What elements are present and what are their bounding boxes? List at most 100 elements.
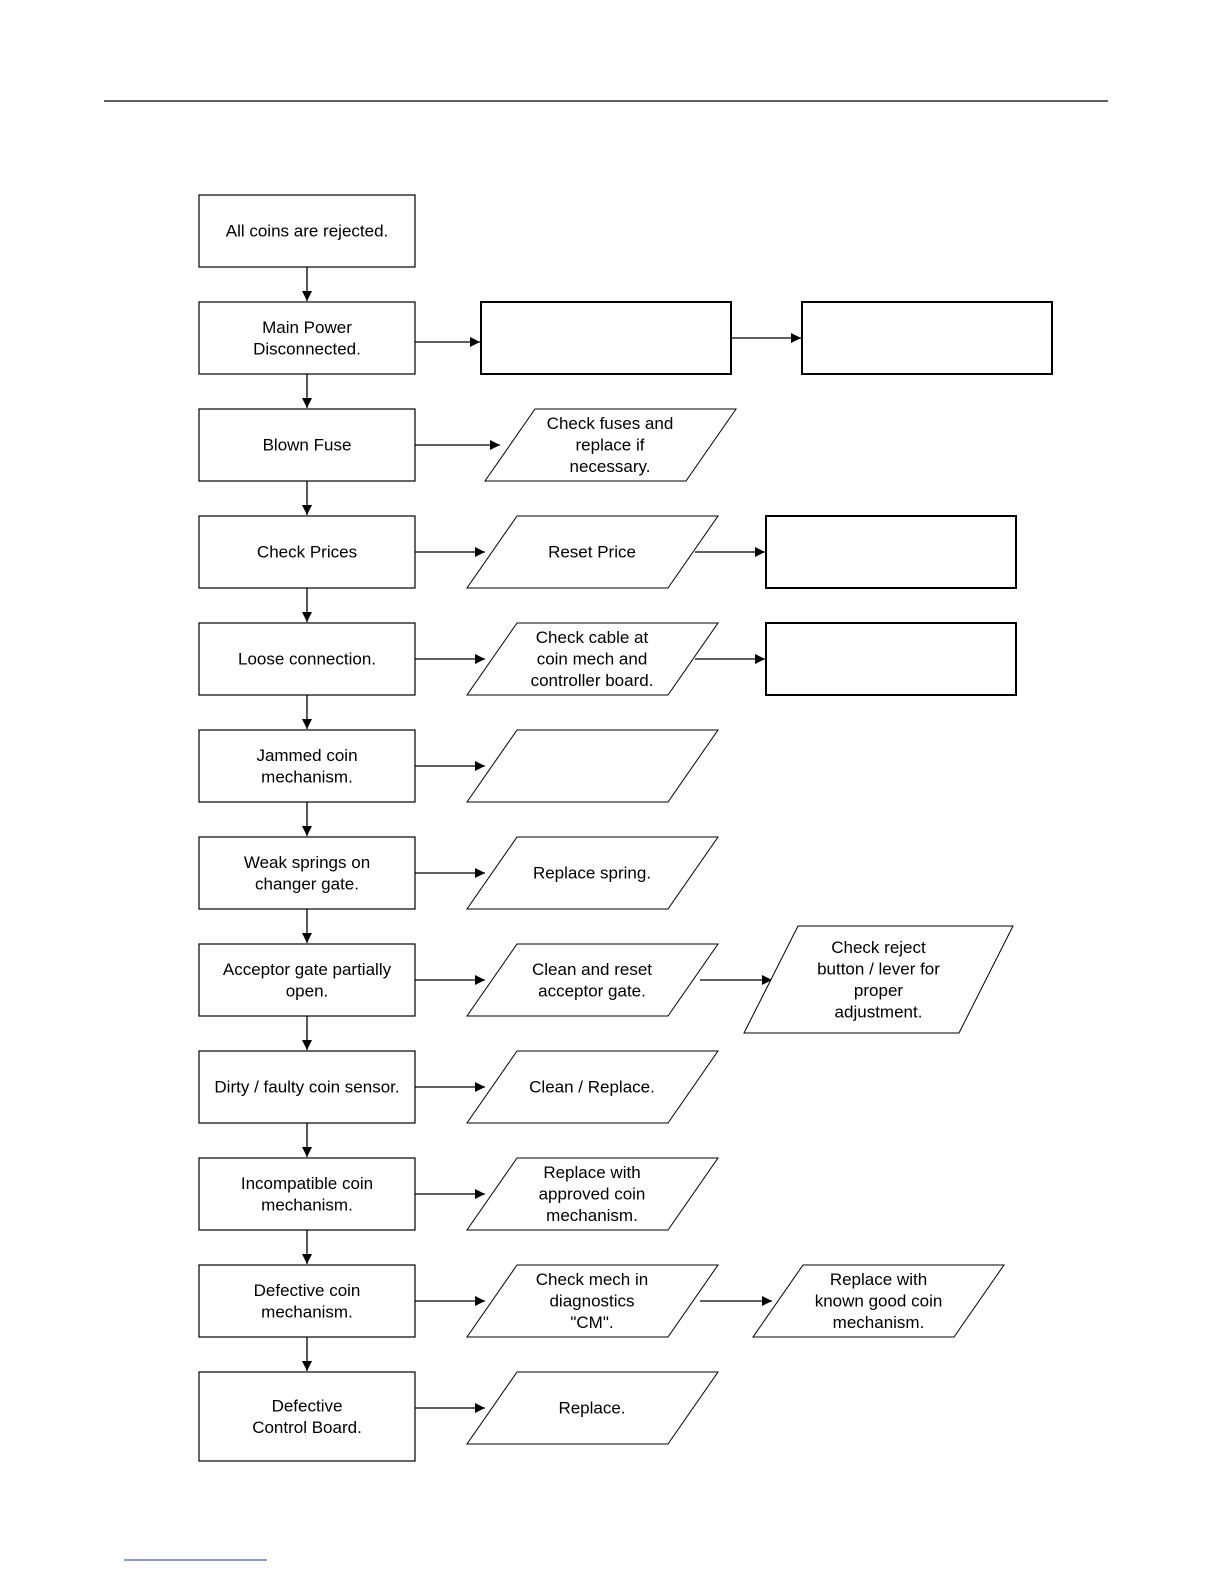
action-replace-approved-line-3: mechanism. (546, 1206, 638, 1225)
parallelogram-shape (466, 1157, 719, 1231)
followup-replace-known-good-line-2: known good coin (815, 1292, 943, 1311)
parallelogram-shape (466, 515, 719, 589)
cause-weak-springs-line-1: Weak springs on (244, 853, 370, 872)
action-node-replace-spring: Replace spring. (466, 836, 719, 910)
cause-defective-mechanism-line-2: mechanism. (261, 1302, 353, 1321)
action-check-fuses-line-1: Check fuses and (547, 414, 674, 433)
parallelogram-shape (466, 729, 719, 803)
cause-weak-springs-line-2: changer gate. (255, 874, 359, 893)
cause-loose-connection-line-1: Loose connection. (238, 650, 376, 669)
cause-jammed-coin-mechanism-line-1: Jammed coin (256, 746, 357, 765)
parallelogram-shape (466, 622, 719, 696)
parallelogram-shape (743, 925, 1014, 1034)
action-replace-spring-line-1: Replace spring. (533, 864, 651, 883)
cause-blown-fuse-line-1: Blown Fuse (263, 436, 352, 455)
action-node-replace-board: Replace. (466, 1371, 719, 1445)
cause-coin-sensor-line-1: Dirty / faulty coin sensor. (214, 1078, 399, 1097)
action-check-diagnostics-line-3: "CM". (570, 1313, 613, 1332)
cause-incompatible-mechanism-line-1: Incompatible coin (241, 1174, 373, 1193)
followup-check-reject-button-line-2: button / lever for (817, 959, 940, 978)
action-clean-replace-line-1: Clean / Replace. (529, 1078, 655, 1097)
action-replace-board-line-1: Replace. (558, 1399, 625, 1418)
action-check-fuses-line-3: necessary. (570, 457, 651, 476)
followup-check-reject-button-line-4: adjustment. (835, 1002, 923, 1021)
action-clean-reset-gate-line-2: acceptor gate. (538, 981, 646, 1000)
followup-replace-known-good-line-1: Replace with (830, 1270, 927, 1289)
parallelogram-shape (484, 408, 737, 482)
cause-node-defective-mechanism: Defective coin mechanism. (198, 1264, 416, 1338)
cause-defective-board-line-2: Control Board. (252, 1418, 362, 1437)
box-shape (765, 515, 1017, 589)
box-shape (765, 622, 1017, 696)
action-reset-price-line-1: Reset Price (548, 543, 636, 562)
action-node-jammed-action (466, 729, 719, 803)
action-check-diagnostics-line-1: Check mech in (536, 1270, 648, 1289)
action-check-cable-line-3: controller board. (531, 671, 654, 690)
cause-node-loose-connection: Loose connection. (198, 622, 416, 696)
action-clean-reset-gate-line-1: Clean and reset (532, 960, 652, 979)
action-check-cable-line-1: Check cable at (536, 628, 649, 647)
action-node-main-power-action (480, 301, 732, 375)
box-shape (198, 515, 416, 589)
box-shape (198, 1050, 416, 1124)
action-node-reset-price: Reset Price (466, 515, 719, 589)
followup-node-replace-known-good: Replace with known good coin mechanism. (752, 1264, 1005, 1338)
action-replace-approved-line-2: approved coin (539, 1185, 646, 1204)
action-node-check-cable: Check cable at coin mech and controller bo… (466, 622, 719, 696)
cause-node-incompatible-mechanism: Incompatible coin mechanism. (198, 1157, 416, 1231)
cause-defective-board-line-1: Defective (272, 1396, 343, 1415)
cause-incompatible-mechanism-line-2: mechanism. (261, 1195, 353, 1214)
action-check-cable-line-2: coin mech and (537, 650, 648, 669)
cause-node-acceptor-gate: Acceptor gate partially open. (198, 943, 416, 1017)
box-shape (198, 1157, 416, 1231)
cause-acceptor-gate-line-1: Acceptor gate partially (223, 960, 392, 979)
box-shape (198, 301, 416, 375)
followup-replace-known-good-line-3: mechanism. (833, 1313, 925, 1332)
parallelogram-shape (466, 836, 719, 910)
cause-node-coin-sensor: Dirty / faulty coin sensor. (198, 1050, 416, 1124)
action-replace-approved-line-1: Replace with (543, 1163, 640, 1182)
box-shape (480, 301, 732, 375)
parallelogram-shape (466, 1371, 719, 1445)
start-node: All coins are rejected. (198, 194, 416, 268)
followup-node-check-reject-button: Check reject button / lever for proper adju… (743, 925, 1014, 1034)
box-shape (198, 194, 416, 268)
action-node-replace-approved: Replace with approved coin mechanism. (466, 1157, 719, 1231)
cause-main-power-line-1: Main Power (262, 318, 352, 337)
action-node-clean-replace: Clean / Replace. (466, 1050, 719, 1124)
cause-node-check-prices: Check Prices (198, 515, 416, 589)
followup-node-main-power-followup (801, 301, 1053, 375)
cause-defective-mechanism-line-1: Defective coin (254, 1281, 361, 1300)
action-check-fuses-line-2: replace if (576, 436, 645, 455)
box-shape (198, 729, 416, 803)
node-layer: All coins are rejected. Main PowerDisconn… (198, 194, 1053, 1462)
connector-layer (302, 267, 801, 1413)
box-shape (198, 836, 416, 910)
box-shape (198, 1264, 416, 1338)
cause-jammed-coin-mechanism-line-2: mechanism. (261, 767, 353, 786)
box-shape (198, 1371, 416, 1462)
parallelogram-shape (466, 1050, 719, 1124)
action-check-diagnostics-line-2: diagnostics (549, 1292, 634, 1311)
parallelogram-shape (752, 1264, 1005, 1338)
action-node-check-fuses: Check fuses and replace if necessary. (484, 408, 737, 482)
box-shape (198, 943, 416, 1017)
followup-node-reset-price-followup (765, 515, 1017, 589)
parallelogram-shape (466, 1264, 719, 1338)
box-shape (198, 408, 416, 482)
followup-check-reject-button-line-1: Check reject (831, 938, 926, 957)
action-node-clean-reset-gate: Clean and reset acceptor gate. (466, 943, 719, 1017)
cause-node-jammed-coin-mechanism: Jammed coin mechanism. (198, 729, 416, 803)
followup-check-reject-button-line-3: proper (854, 981, 903, 1000)
parallelogram-shape (466, 943, 719, 1017)
cause-acceptor-gate-line-2: open. (286, 981, 329, 1000)
followup-node-check-cable-followup (765, 622, 1017, 696)
start-node-text: All coins are rejected. (226, 222, 389, 241)
cause-node-blown-fuse: Blown Fuse (198, 408, 416, 482)
cause-main-power-line-2: Disconnected. (253, 339, 361, 358)
cause-node-weak-springs: Weak springs on changer gate. (198, 836, 416, 910)
action-node-check-diagnostics: Check mech in diagnostics "CM". (466, 1264, 719, 1338)
